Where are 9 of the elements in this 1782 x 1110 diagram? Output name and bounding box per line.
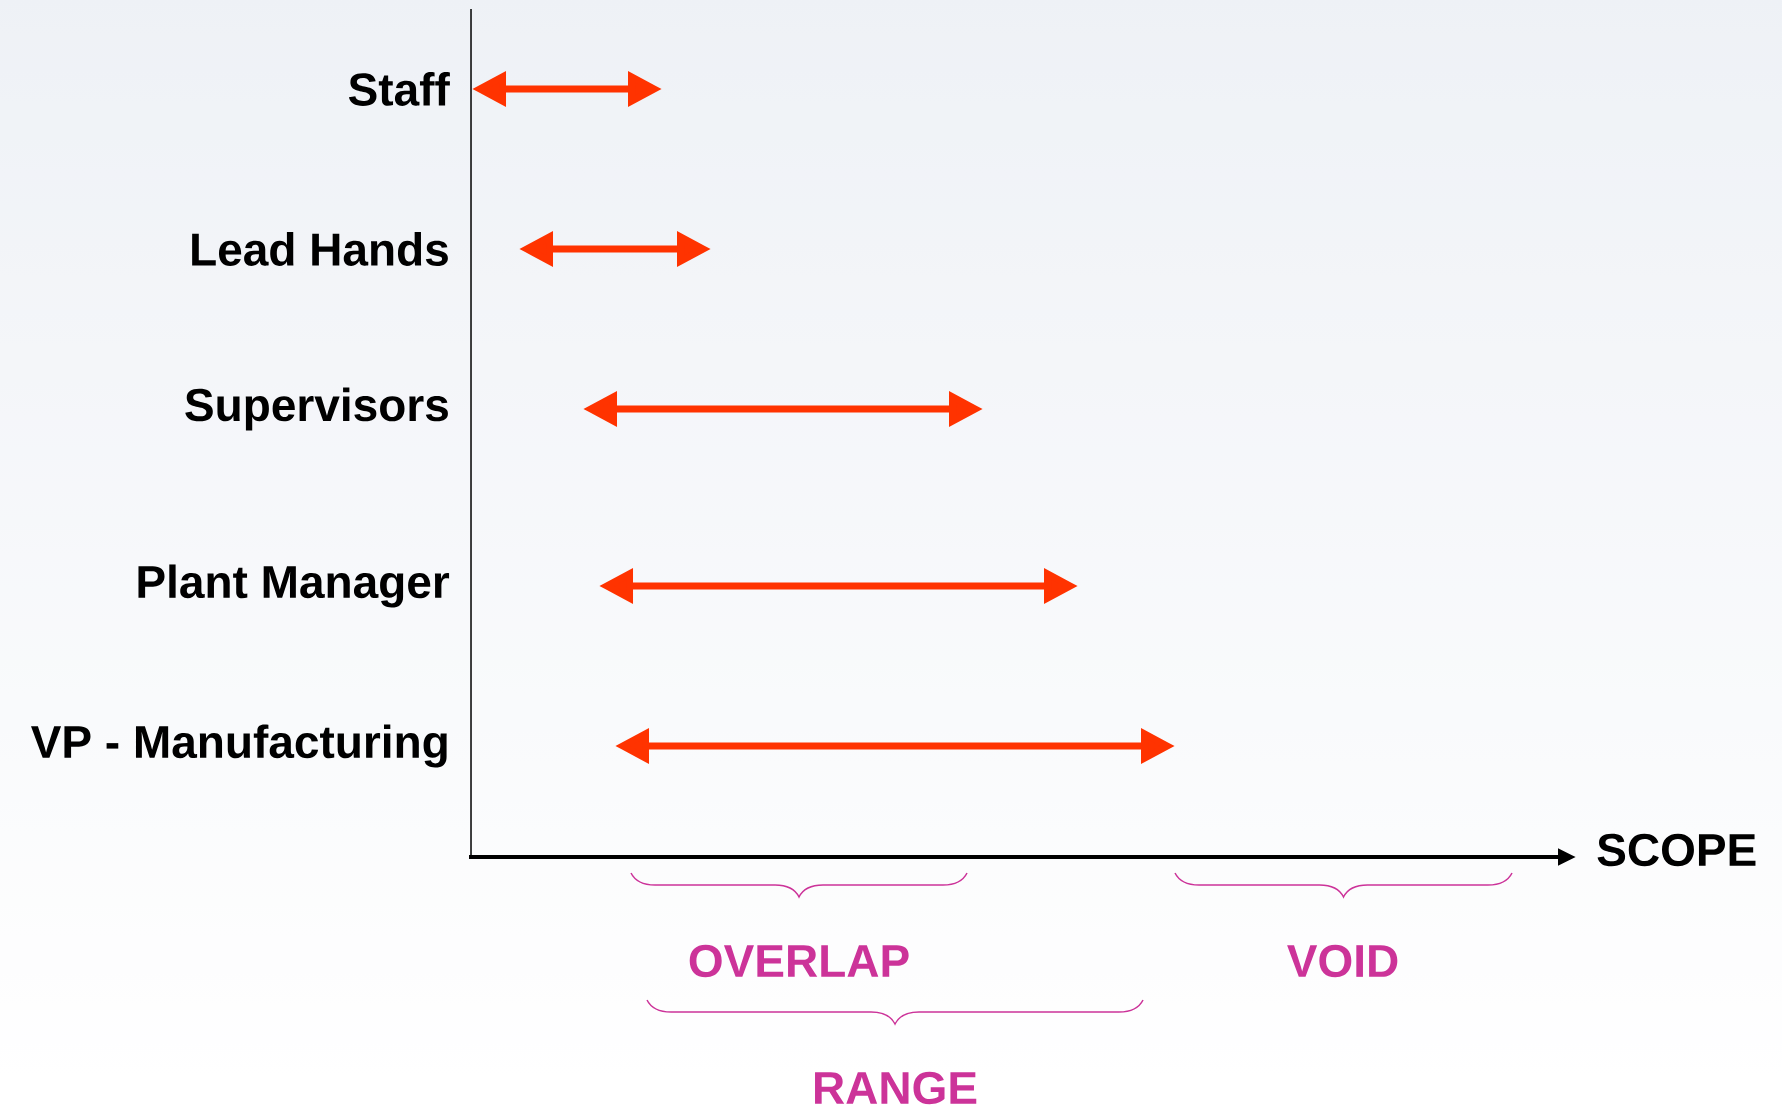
row-label: Lead Hands	[192, 232, 448, 266]
brace-label: RANGE	[815, 1071, 977, 1105]
axis-label: SCOPE	[1597, 833, 1756, 867]
row-label: VP - Manufacturing	[31, 724, 447, 768]
row-label: Plant Manager	[138, 564, 450, 608]
row-label: Staff	[348, 72, 450, 106]
row-label: Supervisors	[185, 387, 448, 431]
brace-label: VOID	[1287, 944, 1398, 978]
brace-label: OVERLAP	[689, 944, 909, 978]
